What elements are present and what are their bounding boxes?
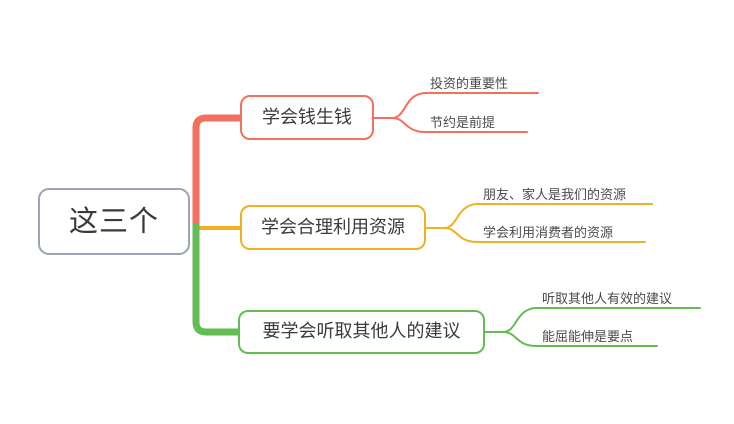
leaf-label-saving-premise[interactable]: 节约是前提 (430, 116, 496, 131)
leaf-connector-1-0 (443, 203, 653, 229)
branch-node-label: 要学会听取其他人的建议 (262, 321, 461, 342)
leaf-connector-0-0 (391, 92, 539, 119)
branch-node-listen-advice[interactable]: 要学会听取其他人的建议 (238, 310, 485, 354)
leaf-label-effective-advice[interactable]: 听取其他人有效的建议 (542, 292, 673, 307)
leaf-label-consumer-resource[interactable]: 学会利用消费者的资源 (483, 226, 614, 241)
branch-node-label: 学会合理利用资源 (261, 216, 405, 238)
branch-node-label: 学会钱生钱 (262, 106, 352, 128)
root-node[interactable]: 这三个 (38, 188, 190, 255)
branch-node-learn-money[interactable]: 学会钱生钱 (240, 95, 374, 140)
root-node-label: 这三个 (68, 204, 159, 238)
leaf-label-friends-family-resource[interactable]: 朋友、家人是我们的资源 (483, 188, 627, 203)
branch-node-use-resources[interactable]: 学会合理利用资源 (240, 205, 426, 250)
trunk-branch-0 (192, 114, 240, 223)
trunk-branch-2 (192, 223, 238, 336)
leaf-connector-2-0 (502, 307, 701, 333)
leaf-label-investment-importance[interactable]: 投资的重要性 (430, 77, 509, 92)
leaf-label-flexibility-key[interactable]: 能屈能伸是要点 (542, 330, 634, 345)
